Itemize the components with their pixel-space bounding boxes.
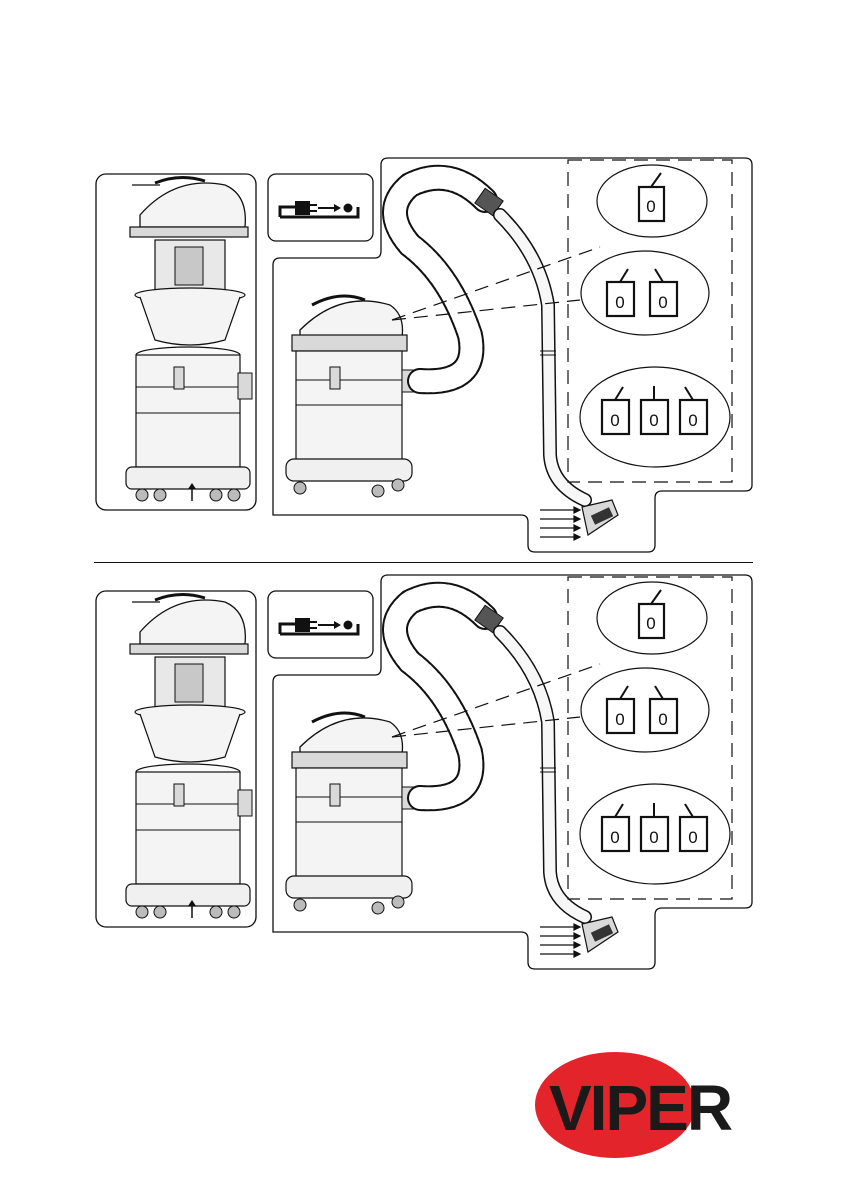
switch-panel-2: 0 0 [581,251,709,335]
diagram-bottom: 0 0 0 0 0 0 [0,572,841,992]
switch-label: 0 [610,828,619,847]
viper-logo: VIPER [527,1048,752,1163]
nozzle-arrows [540,507,580,540]
base-part [126,884,250,918]
motor-part [155,657,225,707]
switch-label: 0 [615,710,624,729]
switch-label: 0 [649,411,658,430]
switch-label: 0 [658,710,667,729]
assembled-vacuum [286,296,422,497]
floor-nozzle [540,917,618,957]
diagram-top-svg: 0 0 0 0 0 0 [0,155,841,575]
switch-panel-1: 0 [597,582,707,654]
filter-cone-part [135,288,245,345]
switch-label: 0 [646,614,655,633]
diagram-bottom-svg: 0 0 0 0 0 0 [0,572,841,992]
switch-label: 0 [649,828,658,847]
logo-text: VIPER [549,1072,732,1144]
plug-icon [280,618,358,634]
switch-label: 0 [688,411,697,430]
switch-label: 0 [610,411,619,430]
hose [395,595,585,917]
filter-cone-part [135,705,245,762]
motor-part [155,240,225,290]
viper-logo-svg: VIPER [527,1048,752,1163]
hose [395,178,585,500]
nozzle-arrows [540,924,580,957]
unplug-panel [268,174,373,241]
unplug-panel [268,591,373,658]
switch-label: 0 [646,197,655,216]
container-part [136,347,252,467]
base-part [126,467,250,501]
vacuum-head-part [130,594,248,654]
container-part [136,764,252,884]
vacuum-head-part [130,177,248,237]
plug-icon [280,201,358,217]
exploded-view-panel [96,174,256,510]
switch-label: 0 [688,828,697,847]
assembled-vacuum [286,713,422,914]
switch-panel-3: 0 0 0 [580,367,730,467]
switch-panel-3: 0 0 0 [580,784,730,884]
switch-label: 0 [615,293,624,312]
exploded-view-panel [96,591,256,927]
section-divider [94,562,753,563]
diagram-top: 0 0 0 0 0 0 [0,155,841,575]
switch-label: 0 [658,293,667,312]
floor-nozzle [540,500,618,540]
switch-panel-2: 0 0 [581,668,709,752]
switch-panel-1: 0 [597,165,707,237]
